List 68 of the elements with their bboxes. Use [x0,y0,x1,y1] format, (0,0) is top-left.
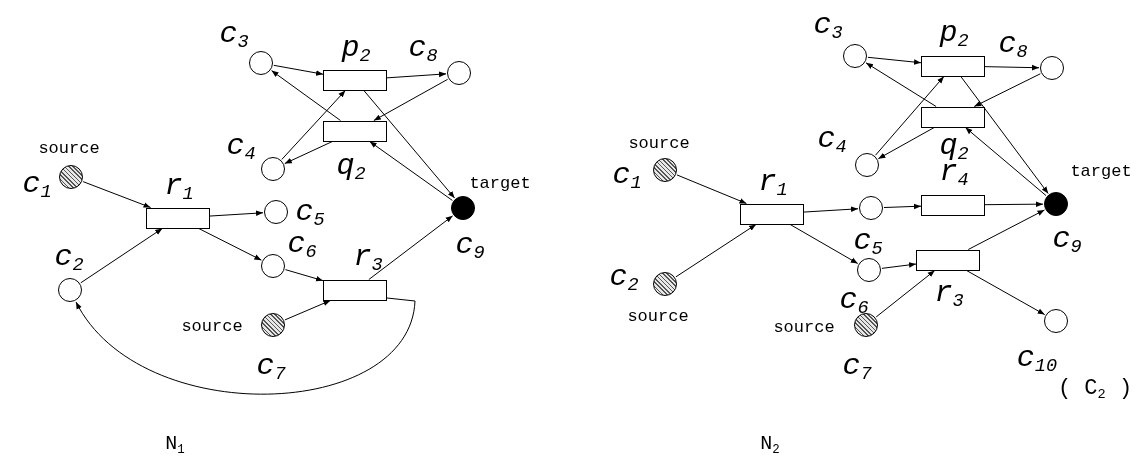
arrow [964,127,1047,197]
place-label: c$_{9}$ [1052,223,1082,259]
role-label: target [1070,162,1132,180]
place-label: c$_{5}$ [853,225,883,261]
arrow [803,206,859,213]
arrow [209,210,264,217]
place-label: c$_{1}$ [22,168,52,204]
arrow [877,127,935,160]
arrow [675,224,757,278]
role-label: source [627,307,689,325]
arrow [80,228,163,284]
transition-label: p$_{2}$ [939,17,969,53]
transition-label: r$_{1}$ [758,166,788,202]
arrow [676,174,747,204]
net-label: N$_{2}$ [760,433,780,457]
role-label: source [773,318,835,336]
arrow [369,141,453,201]
place-label: c$_{4}$ [817,123,847,159]
arrow [984,201,1044,207]
place-label: c$_{2}$ [609,261,639,297]
place-label: c$_{3}$ [813,9,843,45]
arrow [271,70,341,121]
place-label: c$_{8}$ [998,28,1028,64]
place-label: c$_{8}$ [408,32,438,68]
role-label: target [469,174,531,192]
role-label: source [38,139,100,157]
transition-label: r$_{3}$ [934,277,964,313]
transition-label: p$_{2}$ [341,32,371,68]
arrow [284,300,331,321]
place-label: c$_{1}$ [612,159,642,195]
annotation-label: ( C$_{2}$ ) [1057,378,1133,402]
place-label: c$_{7}$ [842,350,872,386]
arrow [789,224,859,264]
net-label: N$_{1}$ [165,433,185,457]
arrow [281,90,346,160]
place-label: c$_{7}$ [256,350,286,386]
role-label: source [181,317,243,335]
arrow [363,90,456,199]
arrow [960,76,1049,195]
place-label: c$_{4}$ [226,130,256,166]
arrow [875,76,945,156]
place-label: c$_{10}$ [1016,342,1058,378]
arrow [273,64,324,76]
arrow [373,78,449,121]
arrow [984,64,1040,71]
transition-label: r$_{3}$ [353,241,383,277]
transition-label: q$_{2}$ [336,150,366,186]
arrow [967,209,1045,250]
arrow [75,297,416,395]
arrow [284,141,333,165]
place-label: c$_{9}$ [455,229,485,265]
arrow [867,56,922,65]
arrow [875,270,936,318]
role-label: source [628,134,690,152]
place-label: c$_{6}$ [839,284,869,320]
arrow [966,270,1046,316]
arrow [386,71,447,79]
transition-label: r$_{1}$ [164,170,194,206]
arrow [198,228,262,261]
arrow [883,203,922,210]
arrow [973,73,1041,107]
arrow [285,269,324,282]
arrow [82,181,152,208]
arrow [368,215,454,280]
place-label: c$_{3}$ [219,18,249,54]
arrow [881,262,917,269]
place-label: c$_{2}$ [54,241,84,277]
arrow [865,62,937,107]
